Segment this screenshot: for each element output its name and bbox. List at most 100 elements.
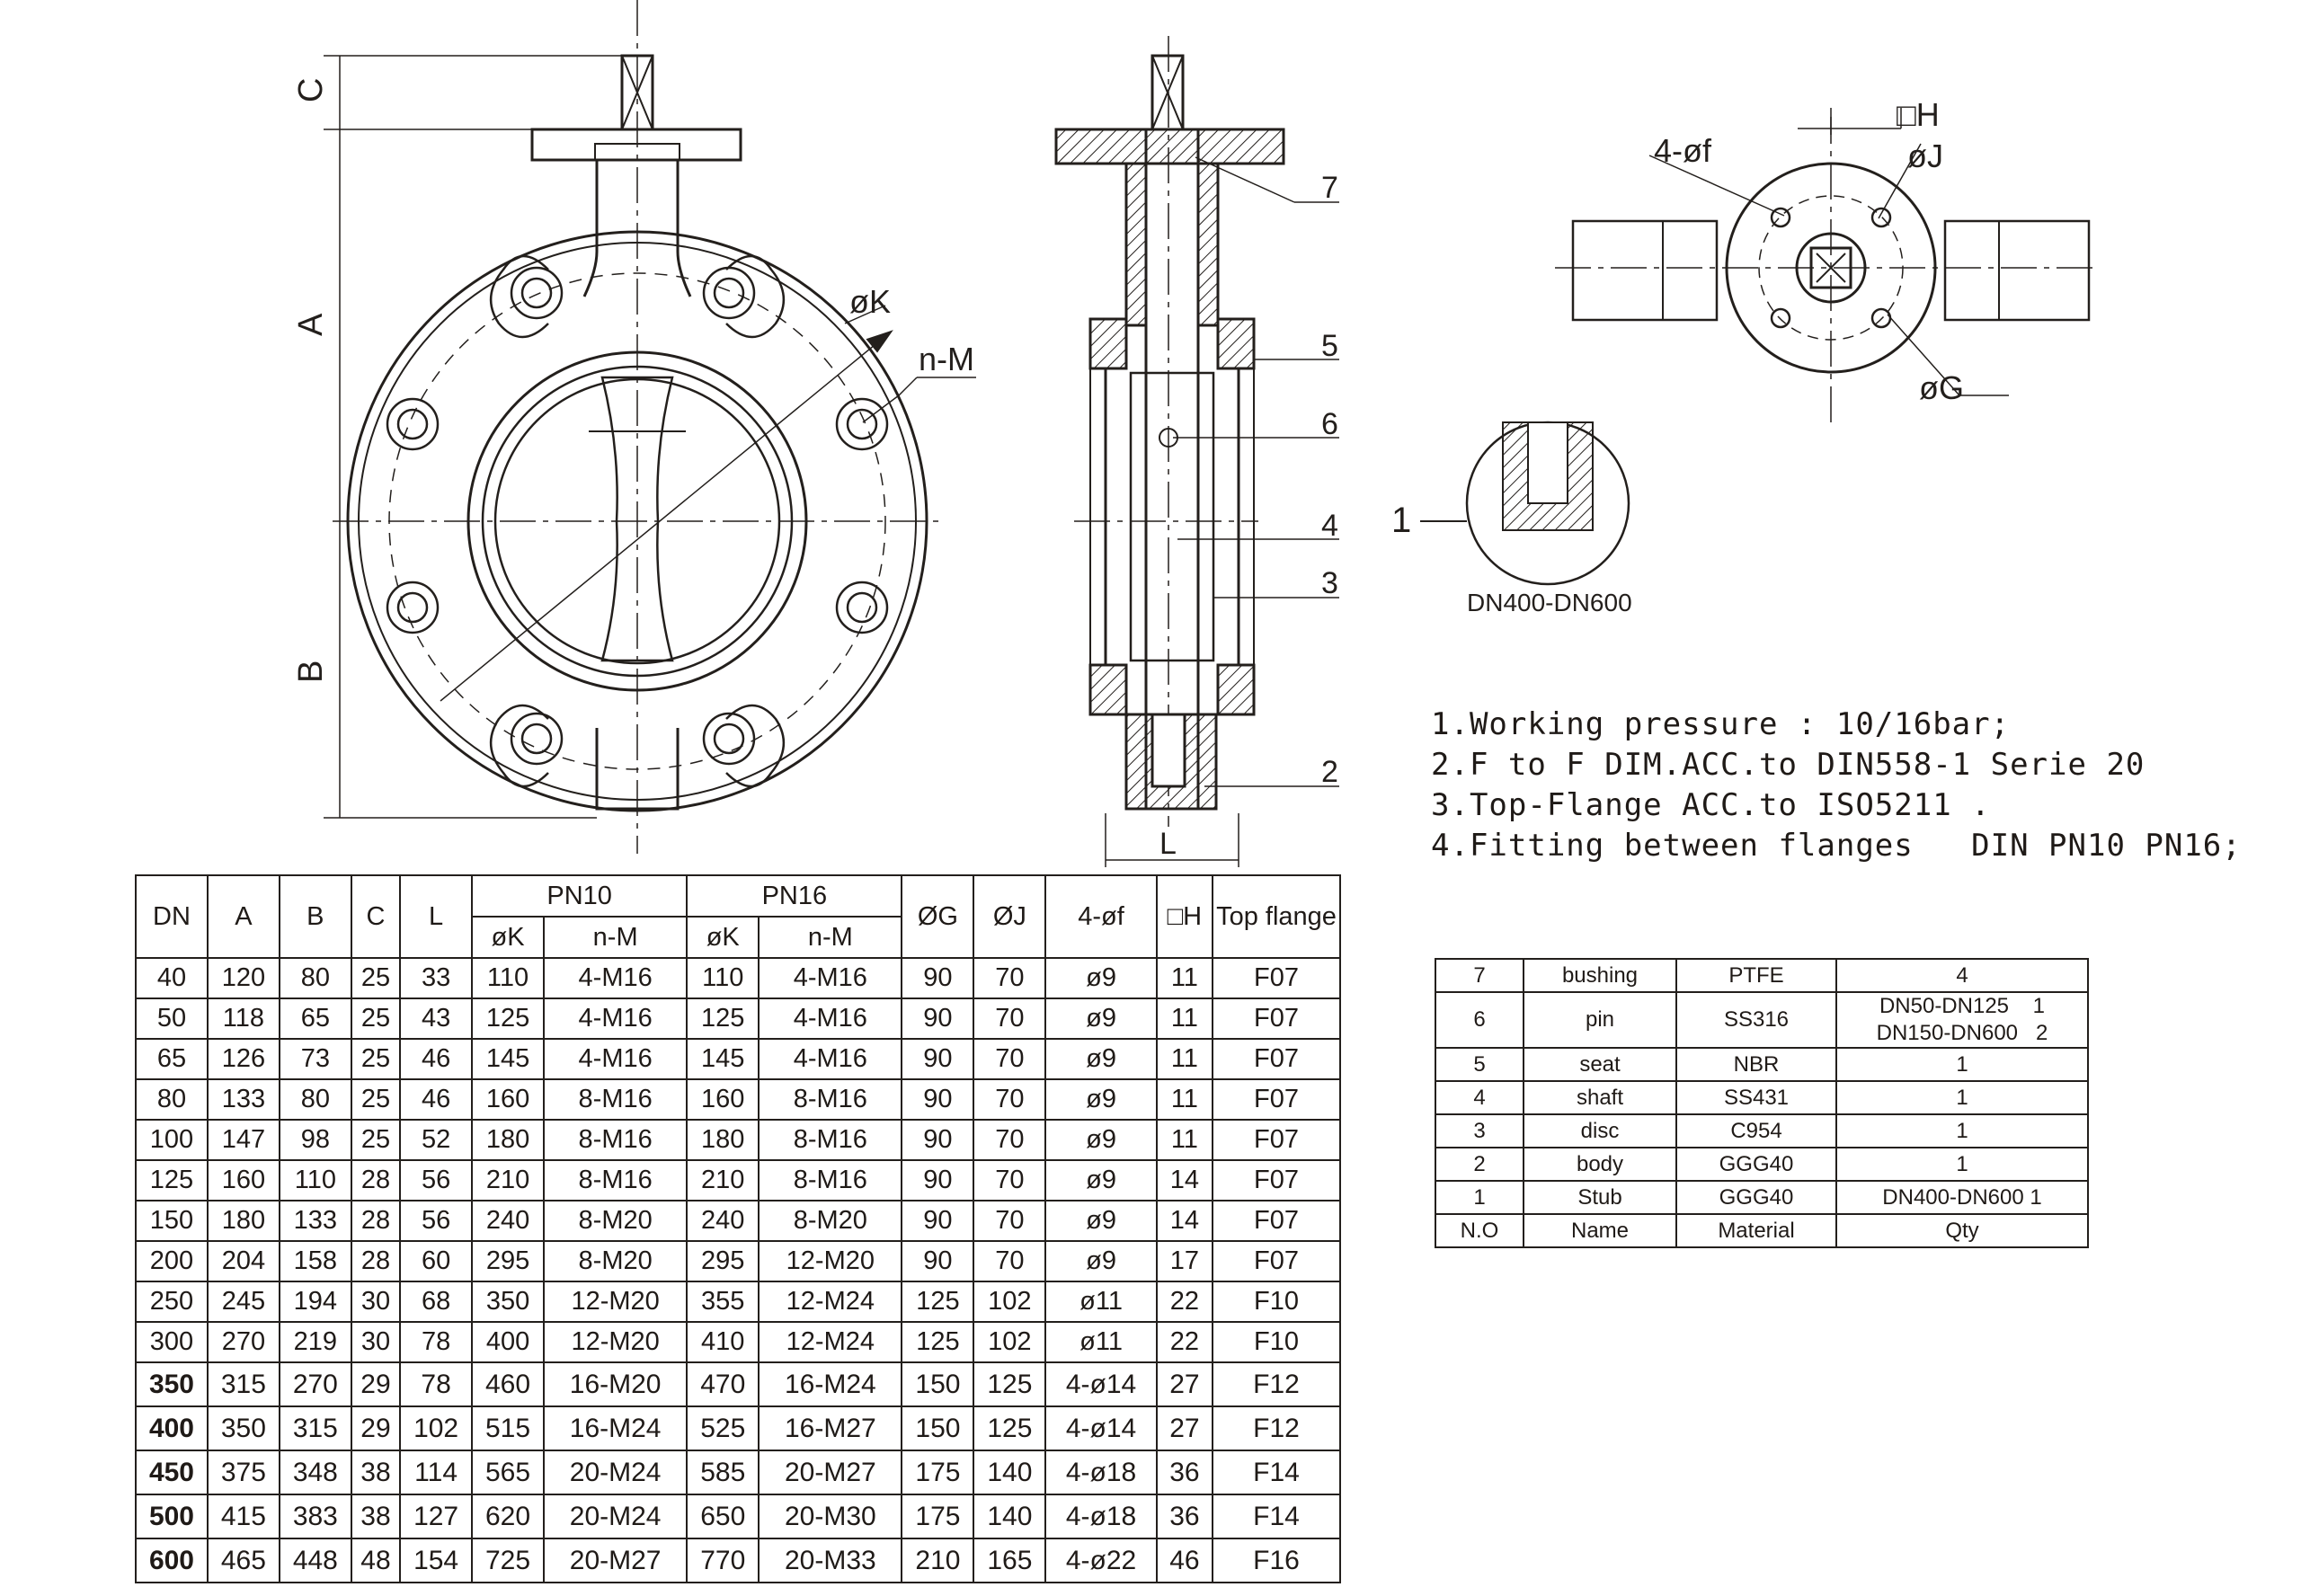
table-cell: 90 (901, 1078, 975, 1121)
table-cell: 98 (278, 1119, 352, 1161)
table-cell: 125 (973, 1361, 1047, 1407)
table-cell: 30 (350, 1281, 402, 1323)
table-cell: F07 (1212, 1159, 1341, 1201)
table-cell: 78 (399, 1361, 474, 1407)
table-cell: 46 (1155, 1538, 1214, 1583)
parts-cell-qty: 1 (1835, 1080, 2089, 1115)
table-cell: 133 (206, 1078, 280, 1121)
part-callout-7: 7 (1321, 171, 1338, 205)
parts-cell-no: 1 (1435, 1180, 1524, 1215)
table-cell: 70 (973, 1038, 1047, 1080)
parts-cell-name: bushing (1523, 958, 1677, 993)
table-cell: 125 (901, 1281, 975, 1323)
dim-label-j: øJ (1907, 137, 1943, 174)
table-cell: 80 (135, 1078, 209, 1121)
table-cell: 102 (399, 1405, 474, 1451)
table-cell: 78 (399, 1321, 474, 1363)
table-cell: 350 (471, 1281, 545, 1323)
table-cell: 12-M20 (542, 1321, 689, 1363)
dim-label-k: øK (849, 283, 891, 320)
table-cell: 16-M20 (542, 1361, 689, 1407)
table-cell: 28 (350, 1200, 402, 1242)
table-cell: 125 (901, 1321, 975, 1363)
table-cell: 56 (399, 1200, 474, 1242)
col-top-flange: Top flange (1212, 874, 1341, 959)
table-cell: 65 (135, 1038, 209, 1080)
table-cell: 350 (135, 1361, 209, 1407)
col-pn10-k: øK (471, 916, 545, 959)
table-cell: 650 (686, 1494, 760, 1539)
table-cell: 154 (399, 1538, 474, 1583)
table-cell: 240 (471, 1200, 545, 1242)
table-cell: 600 (135, 1538, 209, 1583)
table-cell: 33 (399, 957, 474, 999)
table-cell: 133 (278, 1200, 352, 1242)
parts-cell-qty: 1 (1835, 1113, 2089, 1148)
col-pn16-nm: n-M (758, 916, 903, 959)
table-cell: 350 (206, 1405, 280, 1451)
table-cell: 127 (399, 1494, 474, 1539)
table-cell: 245 (206, 1281, 280, 1323)
table-cell: 8-M16 (758, 1119, 903, 1161)
table-cell: 70 (973, 1119, 1047, 1161)
part-callout-3: 3 (1321, 566, 1338, 600)
table-cell: 585 (686, 1450, 760, 1495)
parts-cell-material: GGG40 (1675, 1147, 1837, 1182)
dim-label-nm: n-M (919, 341, 974, 377)
table-cell: 8-M20 (542, 1200, 689, 1242)
table-cell: 4-M16 (542, 957, 689, 999)
table-cell: 80 (278, 957, 352, 999)
parts-cell-name: body (1523, 1147, 1677, 1182)
parts-cell-material: PTFE (1675, 958, 1837, 993)
table-cell: 70 (973, 1159, 1047, 1201)
parts-cell-qty: DN50-DN125 1 DN150-DN600 2 (1835, 991, 2089, 1049)
table-cell: F07 (1212, 1119, 1341, 1161)
parts-cell-name: shaft (1523, 1080, 1677, 1115)
col-h: □H (1155, 874, 1214, 959)
table-cell: 315 (278, 1405, 352, 1451)
parts-cell-material: C954 (1675, 1113, 1837, 1148)
col-pn16-k: øK (686, 916, 760, 959)
table-cell: ø9 (1044, 1119, 1158, 1161)
table-cell: ø9 (1044, 957, 1158, 999)
part-callout-2: 2 (1321, 755, 1338, 789)
table-cell: 102 (973, 1321, 1047, 1363)
table-cell: 250 (135, 1281, 209, 1323)
table-cell: 465 (206, 1538, 280, 1583)
parts-cell-qty: 1 (1835, 1147, 2089, 1182)
table-cell: 27 (1155, 1405, 1214, 1451)
table-cell: 175 (901, 1450, 975, 1495)
table-cell: F14 (1212, 1450, 1341, 1495)
table-cell: 194 (278, 1281, 352, 1323)
table-cell: 16-M27 (758, 1405, 903, 1451)
table-cell: 180 (686, 1119, 760, 1161)
table-cell: 400 (135, 1405, 209, 1451)
table-cell: ø9 (1044, 1078, 1158, 1121)
table-cell: 180 (471, 1119, 545, 1161)
part-callout-1: 1 (1391, 501, 1411, 540)
table-cell: 8-M16 (542, 1159, 689, 1201)
table-cell: ø11 (1044, 1281, 1158, 1323)
table-cell: 145 (686, 1038, 760, 1080)
table-cell: 4-ø14 (1044, 1361, 1158, 1407)
col-f: 4-øf (1044, 874, 1158, 959)
dim-label-f: 4-øf (1654, 132, 1712, 169)
table-cell: F10 (1212, 1321, 1341, 1363)
table-cell: 70 (973, 957, 1047, 999)
table-cell: 500 (135, 1494, 209, 1539)
col-b: B (278, 874, 352, 959)
col-g: ØG (901, 874, 975, 959)
col-a: A (206, 874, 280, 959)
table-cell: 200 (135, 1240, 209, 1282)
